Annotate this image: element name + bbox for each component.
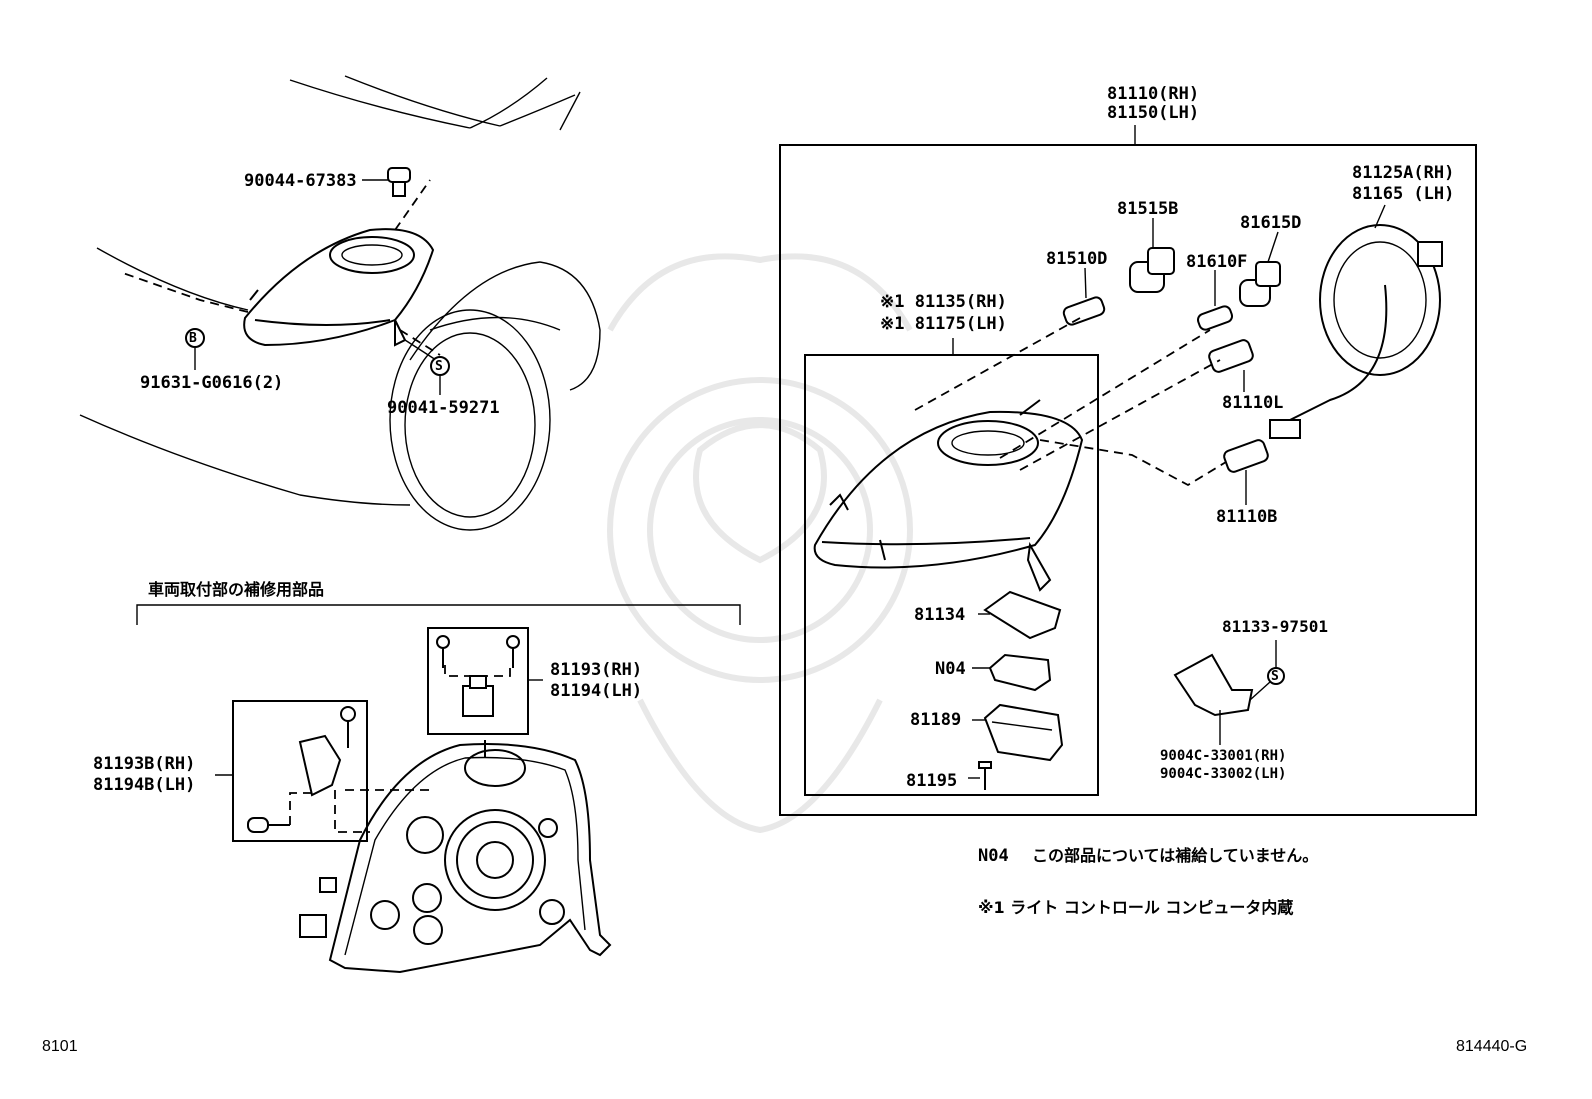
repair-kit-81193b <box>215 700 430 842</box>
callout-9004c-33001-rh: 9004C-33001(RH) <box>1160 748 1287 764</box>
callout-81134: 81134 <box>914 605 966 625</box>
callout-9004c-33002-lh: 9004C-33002(LH) <box>1160 766 1287 782</box>
footer-page-code: 8101 <box>42 1038 78 1055</box>
clip-90044 <box>387 167 411 197</box>
dust-cover-81125a <box>1269 224 1443 439</box>
assembly-leaders <box>968 204 1386 779</box>
callout-81110l: 81110L <box>1222 393 1284 413</box>
callout-81615d: 81615D <box>1240 213 1302 233</box>
callout-81194-lh: 81194(LH) <box>550 681 643 701</box>
callout-81165-lh: 81165 (LH) <box>1352 184 1455 204</box>
note-star-text: ※1 ライト コントロール コンピュータ内蔵 <box>978 898 1294 917</box>
repair-parts-heading: 車両取付部の補修用部品 <box>148 580 325 599</box>
callout-symbol-b: B <box>189 331 197 346</box>
headlamp-installed <box>119 179 441 356</box>
callout-90041-59271: 90041-59271 <box>387 398 500 418</box>
watermark-emblem <box>607 253 913 834</box>
repair-section-bracket <box>136 604 741 625</box>
callout-symbol-s-bracket: S <box>1271 669 1279 684</box>
note-n04-text: この部品については補給していません。 <box>1032 846 1319 865</box>
headlamp-rear-view <box>299 740 612 974</box>
footer-figure-code: 814440-G <box>1456 1038 1528 1055</box>
assembly-dashed-paths <box>914 317 1227 487</box>
callout-81110-rh: 81110(RH) <box>1107 84 1200 104</box>
callout-81110b: 81110B <box>1216 507 1278 527</box>
callout-81510d: 81510D <box>1046 249 1108 269</box>
symbol-s-marker <box>430 356 450 376</box>
callout-81610f: 81610F <box>1186 252 1248 272</box>
callout-81135-rh: ※1 81135(RH) <box>880 292 1007 312</box>
note-n04-code: N04 <box>978 846 1009 866</box>
callout-81515b: 81515B <box>1117 199 1179 219</box>
callout-n04: N04 <box>935 659 966 679</box>
small-parts-column <box>978 590 1064 790</box>
callout-leaders-topleft <box>194 179 441 395</box>
callout-81125a-rh: 81125A(RH) <box>1352 163 1455 183</box>
bulbs-and-sockets <box>1062 247 1281 473</box>
car-body-outline <box>79 75 601 531</box>
headlamp-unit-exploded <box>813 399 1084 592</box>
bracket-81133 <box>1173 653 1285 717</box>
symbol-b-marker <box>185 328 205 348</box>
callout-81150-lh: 81150(LH) <box>1107 103 1200 123</box>
callout-81133-97501: 81133-97501 <box>1222 617 1328 636</box>
callout-81175-lh: ※1 81175(LH) <box>880 314 1007 334</box>
assembly-frame <box>779 125 1477 816</box>
callout-81195: 81195 <box>906 771 958 791</box>
repair-kit-81193 <box>427 627 543 735</box>
callout-81194b-lh: 81194B(LH) <box>93 775 196 795</box>
callout-81193-rh: 81193(RH) <box>550 660 643 680</box>
callout-90044-67383: 90044-67383 <box>244 171 357 191</box>
callout-91631-g0616: 91631-G0616(2) <box>140 373 284 393</box>
callout-81189: 81189 <box>910 710 962 730</box>
callout-81193b-rh: 81193B(RH) <box>93 754 196 774</box>
callout-symbol-s: S <box>435 359 443 374</box>
